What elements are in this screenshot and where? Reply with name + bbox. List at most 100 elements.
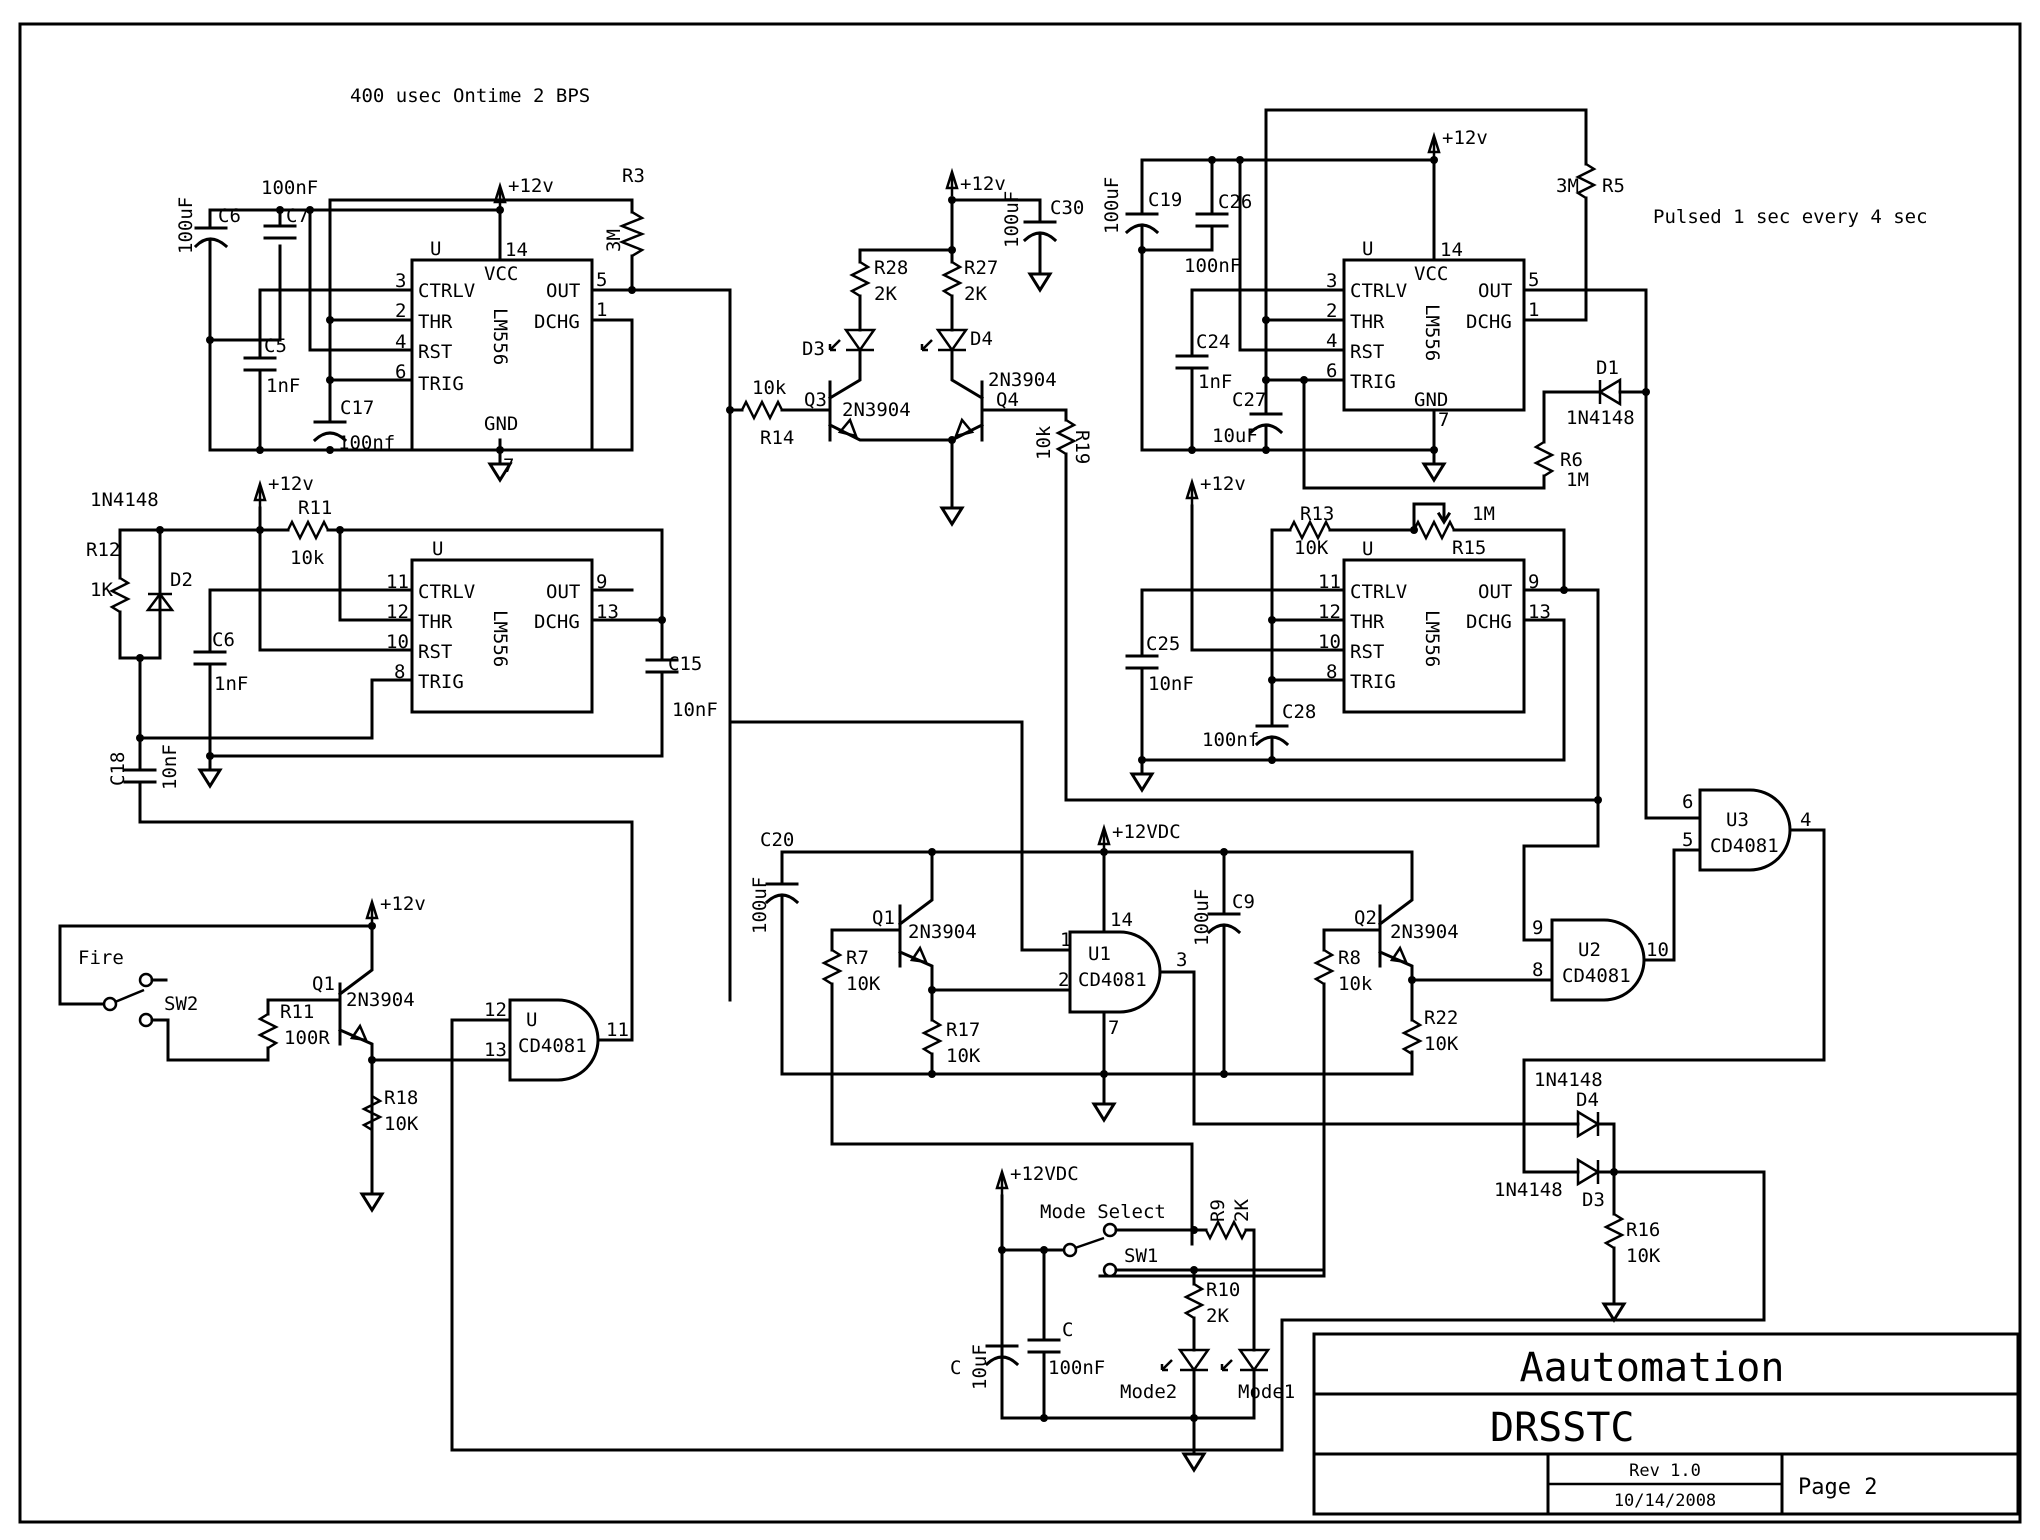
ic-ref: U bbox=[1362, 538, 1373, 560]
supply-label: +12v bbox=[960, 173, 1006, 195]
pin-number: 8 bbox=[1326, 661, 1337, 683]
mode-select-label[interactable]: Mode Select bbox=[1040, 1201, 1166, 1223]
pin-label: CTRLV bbox=[1350, 280, 1407, 302]
r17-value: 10K bbox=[946, 1045, 981, 1067]
gate-ref: U bbox=[526, 1009, 537, 1031]
r14-value: 10k bbox=[752, 377, 787, 399]
note-right-timer: Pulsed 1 sec every 4 sec bbox=[1653, 206, 1928, 228]
company-name: Aautomation bbox=[1520, 1345, 1785, 1391]
u2-part: CD4081 bbox=[1562, 965, 1631, 987]
pin-number: 14 bbox=[505, 239, 528, 261]
d2-label: D2 bbox=[170, 569, 193, 591]
fire-circuit: +12v Fire SW2 R11 100R Q1 2N3904 R18 10K… bbox=[58, 820, 1766, 1452]
pin-number: 13 bbox=[484, 1039, 507, 1061]
r6-label: R6 bbox=[1560, 449, 1583, 471]
c7-value: 100nF bbox=[261, 177, 318, 199]
q2-part: 2N3904 bbox=[1390, 921, 1459, 943]
mode1-led-label: Mode1 bbox=[1238, 1381, 1295, 1403]
pin-label: CTRLV bbox=[418, 280, 475, 302]
r16-value: 10K bbox=[1626, 1245, 1661, 1267]
ic-ref: U bbox=[432, 538, 443, 560]
ic-part: LM556 bbox=[1421, 304, 1443, 361]
r15-label: R15 bbox=[1452, 537, 1486, 559]
pin-label: TRIG bbox=[418, 671, 464, 693]
pin-number: 12 bbox=[1318, 601, 1341, 623]
pin-number: 1 bbox=[1528, 299, 1539, 321]
gate-part: CD4081 bbox=[518, 1035, 587, 1057]
c15-value: 10nF bbox=[672, 699, 718, 721]
pin-number: 9 bbox=[1532, 917, 1543, 939]
r19-value: 10k bbox=[1033, 425, 1055, 460]
r10-value: 2K bbox=[1206, 1305, 1229, 1327]
r19-label: R19 bbox=[1071, 430, 1093, 464]
sw1-label: SW1 bbox=[1124, 1245, 1158, 1267]
r18-value: 10K bbox=[384, 1113, 419, 1135]
r8-label: R8 bbox=[1338, 947, 1361, 969]
r6-value: 1M bbox=[1566, 469, 1589, 491]
r11-value: 10k bbox=[290, 547, 325, 569]
c5-label: C5 bbox=[264, 335, 287, 357]
pin-label: VCC bbox=[1414, 263, 1448, 285]
d1-part: 1N4148 bbox=[1566, 407, 1635, 429]
pin-number: 8 bbox=[1532, 959, 1543, 981]
pin-number: 13 bbox=[1528, 601, 1551, 623]
c30-label: C30 bbox=[1050, 197, 1084, 219]
timer-top-right: U LM556 CTRLV THR RST TRIG VCC GND OUT D… bbox=[1101, 108, 1702, 820]
r15-value: 1M bbox=[1472, 503, 1495, 525]
u3-part: CD4081 bbox=[1710, 835, 1779, 857]
pin-number: 6 bbox=[1682, 791, 1693, 813]
date: 10/14/2008 bbox=[1614, 1491, 1716, 1511]
sheet-border bbox=[18, 22, 2022, 1524]
q4-label: Q4 bbox=[996, 389, 1019, 411]
pin-number: 12 bbox=[386, 601, 409, 623]
pin-number: 10 bbox=[1646, 939, 1669, 961]
q1-part: 2N3904 bbox=[908, 921, 977, 943]
supply-label: +12v bbox=[1442, 127, 1488, 149]
ic-part: LM556 bbox=[489, 308, 511, 365]
c9-label: C9 bbox=[1232, 891, 1255, 913]
c28-label: C28 bbox=[1282, 701, 1316, 723]
r3-label: R3 bbox=[622, 165, 645, 187]
supply-label: +12v bbox=[380, 893, 426, 915]
pin-label: OUT bbox=[546, 280, 580, 302]
supply-label: +12VDC bbox=[1010, 1163, 1079, 1185]
c25-label: C25 bbox=[1146, 633, 1180, 655]
pin-label: THR bbox=[1350, 311, 1385, 333]
pin-number: 2 bbox=[395, 300, 406, 322]
pin-label: DCHG bbox=[1466, 611, 1512, 633]
q3-label: Q3 bbox=[804, 389, 827, 411]
r11-value: 100R bbox=[284, 1027, 330, 1049]
c6-label: C6 bbox=[218, 205, 241, 227]
c6-value: 1nF bbox=[214, 673, 248, 695]
pin-number: 10 bbox=[386, 631, 409, 653]
fire-label[interactable]: Fire bbox=[78, 947, 124, 969]
r13-value: 10K bbox=[1294, 537, 1329, 559]
c27-label: C27 bbox=[1232, 389, 1266, 411]
r22-value: 10K bbox=[1424, 1033, 1459, 1055]
pin-number: 5 bbox=[596, 269, 607, 291]
pin-number: 10 bbox=[1318, 631, 1341, 653]
r7-value: 10K bbox=[846, 973, 881, 995]
pin-label: DCHG bbox=[534, 611, 580, 633]
pin-label: GND bbox=[1414, 389, 1448, 411]
pin-label: GND bbox=[484, 413, 518, 435]
pin-number: 3 bbox=[395, 270, 406, 292]
supply-label: +12v bbox=[508, 175, 554, 197]
c26-label: C26 bbox=[1218, 191, 1252, 213]
supply-label: +12VDC bbox=[1112, 821, 1181, 843]
c-label: C bbox=[1062, 1319, 1073, 1341]
pin-label: RST bbox=[1350, 341, 1384, 363]
c6-value: 100uF bbox=[175, 197, 197, 254]
pin-number: 11 bbox=[1318, 571, 1341, 593]
d3-label: D3 bbox=[802, 338, 825, 360]
c5-value: 1nF bbox=[266, 375, 300, 397]
pin-number: 4 bbox=[1800, 809, 1811, 831]
c27-value: 10uF bbox=[1212, 425, 1258, 447]
pin-number: 8 bbox=[394, 661, 405, 683]
u3-label: U3 bbox=[1726, 809, 1749, 831]
timer-middle-right: U LM556 CTRLV THR RST TRIG OUT DCHG 11 1… bbox=[1125, 473, 1602, 942]
indicator-circuit: +12v C30 100uF R28 2K R27 2K D3 D4 Q3 bbox=[726, 170, 1600, 802]
r13-label: R13 bbox=[1300, 503, 1334, 525]
pin-number: 9 bbox=[1528, 571, 1539, 593]
